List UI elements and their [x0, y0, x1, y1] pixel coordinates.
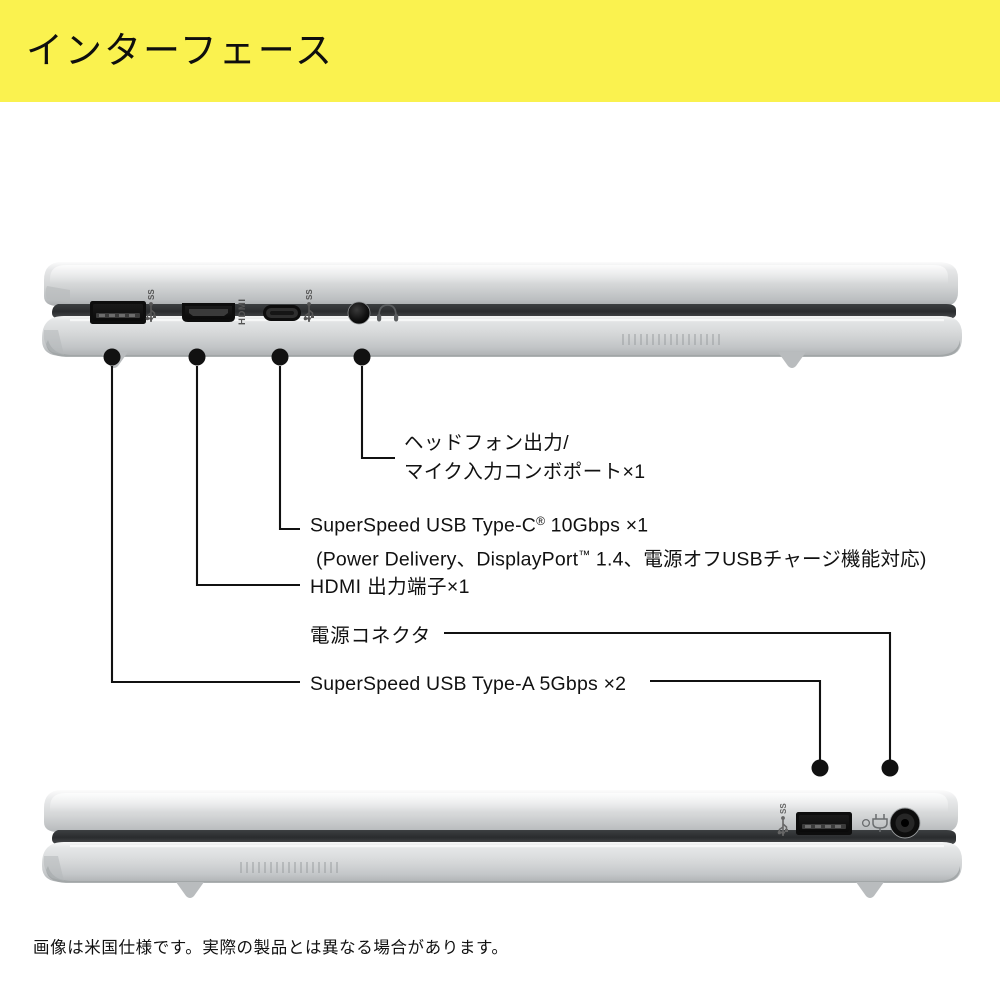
svg-text:SS: SS	[305, 289, 314, 300]
ss-usb-icon: SS	[145, 289, 156, 322]
charge-led-indicator	[861, 818, 871, 828]
header-banner: インターフェース	[0, 0, 1000, 102]
callout-usbc-line2-pre: (Power Delivery、DisplayPort	[316, 548, 579, 571]
laptop-top-view: SS HDMI SS	[42, 262, 962, 368]
vent-grille	[622, 334, 720, 345]
callout-usbc-line1-pre: SuperSpeed USB Type-C	[310, 514, 537, 537]
rubber-foot	[856, 882, 884, 898]
callout-dot-power	[881, 759, 899, 777]
rubber-foot	[176, 882, 204, 898]
callout-dot-usb-a	[103, 348, 121, 366]
svg-text:SS: SS	[779, 803, 788, 814]
callout-dot-usb-a-2	[811, 759, 829, 777]
port-hdmi-top	[182, 303, 235, 322]
port-headphone-top	[347, 301, 371, 325]
hdmi-icon: HDMI	[237, 298, 248, 325]
callout-dots-bottom	[811, 759, 899, 777]
callout-power-text: 電源コネクタ	[310, 625, 432, 647]
ss-usb-c-icon: SS	[303, 289, 314, 322]
registered-mark: ®	[536, 514, 545, 528]
port-usb-a-bottom	[796, 812, 852, 835]
callout-headphone-line2: マイク入力コンボポート×1	[404, 461, 646, 483]
vent-grille	[240, 862, 338, 873]
callout-dot-usb-c	[271, 348, 289, 366]
callout-dot-hdmi	[188, 348, 206, 366]
trademark-mark: ™	[578, 547, 591, 562]
callout-headphone-line1: ヘッドフォン出力/	[404, 432, 570, 454]
callout-dot-headphone	[353, 348, 371, 366]
port-usb-c-top	[263, 305, 301, 321]
callout-usbc-line1: SuperSpeed USB Type-C® 10Gbps ×1	[310, 507, 927, 541]
callout-usba-text: SuperSpeed USB Type-A 5Gbps ×2	[310, 673, 627, 695]
port-power-connector	[889, 807, 921, 839]
callout-dots-top	[103, 348, 371, 366]
rubber-foot	[778, 352, 806, 368]
callout-label-headphone: ヘッドフォン出力/ マイク入力コンボポート×1	[404, 429, 646, 487]
callout-usbc-line2: (Power Delivery、DisplayPort™ 1.4、電源オフUSB…	[316, 541, 927, 575]
svg-text:HDMI: HDMI	[237, 298, 248, 325]
svg-text:SS: SS	[147, 289, 156, 300]
callout-label-power: 電源コネクタ	[310, 623, 431, 649]
callout-label-usb-a: SuperSpeed USB Type-A 5Gbps ×2	[310, 671, 626, 697]
headphone-icon	[377, 304, 399, 322]
footer-disclaimer: 画像は米国仕様です。実際の製品とは異なる場合があります。	[33, 939, 509, 957]
power-plug-icon	[872, 814, 888, 832]
callout-label-usb-c: SuperSpeed USB Type-C® 10Gbps ×1 (Power …	[310, 507, 927, 574]
callout-usbc-line1-post: 10Gbps ×1	[550, 514, 649, 537]
page-title: インターフェース	[26, 30, 334, 71]
laptop-bottom-view: SS	[42, 790, 962, 898]
callout-leader-lines	[110, 366, 892, 760]
ss-usb-icon: SS	[777, 803, 788, 836]
callout-usbc-line2-post: 1.4、電源オフUSBチャージ機能対応)	[595, 548, 927, 571]
callout-label-hdmi: HDMI 出力端子×1	[310, 574, 470, 600]
port-usb-a-top	[90, 301, 146, 324]
callout-hdmi-text: HDMI 出力端子×1	[310, 576, 470, 598]
